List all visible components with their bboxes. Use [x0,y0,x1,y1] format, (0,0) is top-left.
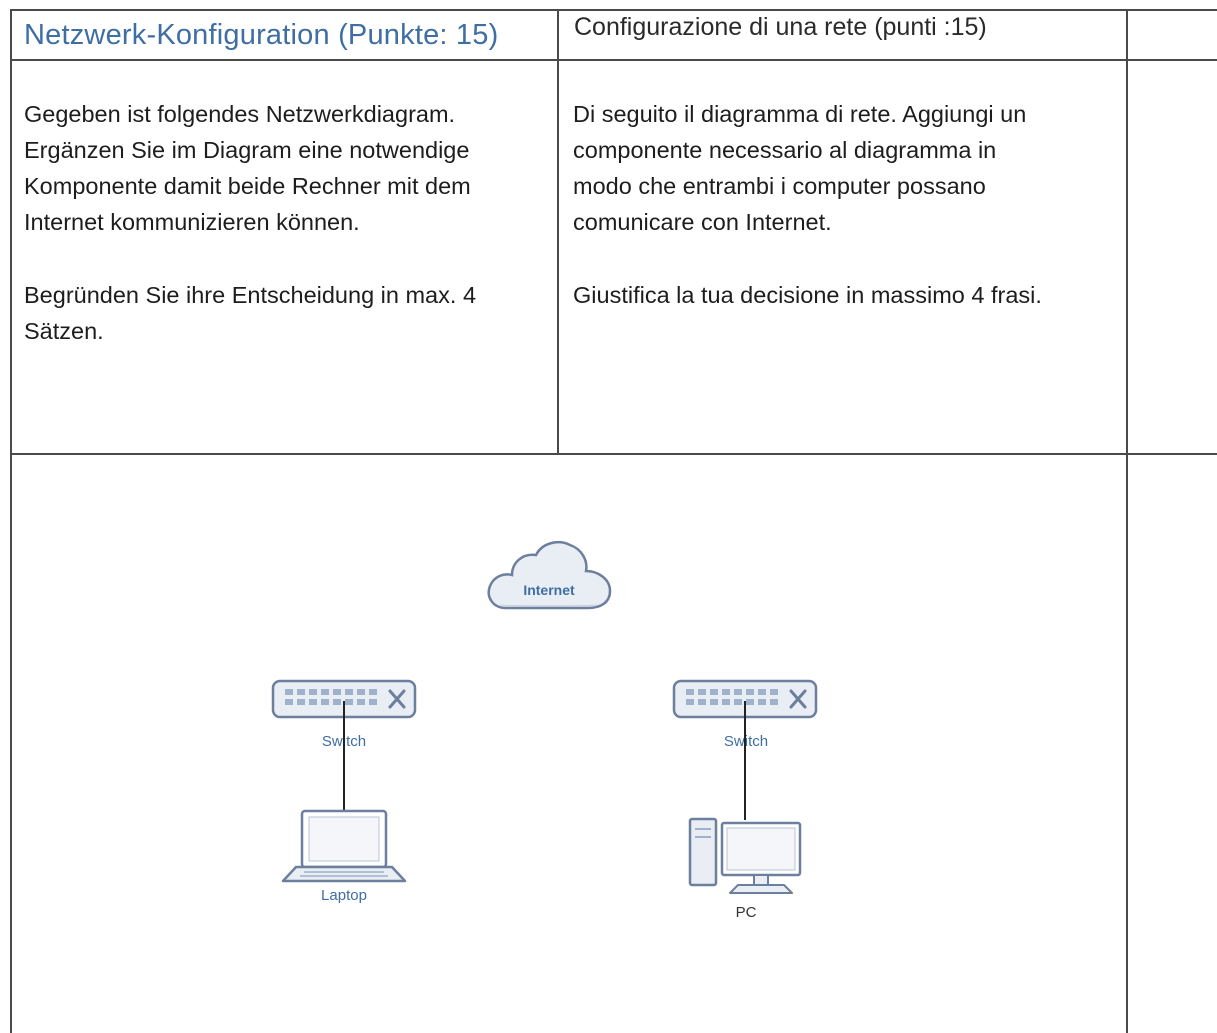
task-italian-paragraph-1: Di seguito il diagramma di rete. Aggiung… [573,96,1123,240]
text-line: Begründen Sie ihre Entscheidung in max. … [24,282,477,308]
internet-label: Internet [523,582,575,598]
table-border-right [1126,9,1128,1033]
text-line: Ergänzen Sie im Diagram eine notwendige [24,137,470,163]
task-german: Gegeben ist folgendes Netzwerkdiagram. E… [24,96,554,240]
text-line: Di seguito il diagramma di rete. Aggiung… [573,101,1027,127]
internet-cloud-icon [487,541,612,610]
table-border-left [10,9,12,1033]
task-german-paragraph-1: Gegeben ist folgendes Netzwerkdiagram. E… [24,96,554,240]
task-german-paragraph-2: Begründen Sie ihre Entscheidung in max. … [24,277,554,349]
pc-label: PC [735,904,757,921]
text-line: Komponente damit beide Rechner mit dem [24,173,471,199]
pc-icon [688,817,802,894]
table-border-top [10,9,1217,11]
switch-left-icon [271,679,417,719]
laptop-icon [281,809,407,883]
task-german-justification: Begründen Sie ihre Entscheidung in max. … [24,277,554,349]
table-border-row1 [10,59,1217,61]
text-line: Sätzen. [24,318,104,344]
text-line: modo che entrambi i computer possano [573,173,986,199]
switch-right-icon [672,679,818,719]
text-line: Giustifica la tua decisione in massimo 4… [573,282,1042,308]
table-border-middle [557,9,559,455]
title-german: Netzwerk-Konfiguration (Punkte: 15) [24,19,499,51]
text-line: comunicare con Internet. [573,209,832,235]
task-italian-justification: Giustifica la tua decisione in massimo 4… [573,277,1123,313]
text-line: Internet kommunizieren können. [24,209,360,235]
connection-lines [343,701,746,820]
table-border-row2 [10,453,1217,455]
text-line: componente necessario al diagramma in [573,137,997,163]
laptop-label: Laptop [321,887,367,904]
text-line: Gegeben ist folgendes Netzwerkdiagram. [24,101,456,127]
task-italian-paragraph-2: Giustifica la tua decisione in massimo 4… [573,277,1123,313]
title-italian: Configurazione di una rete (punti :15) [574,13,987,41]
network-diagram: Internet Switch Switch [12,455,1126,1033]
task-italian: Di seguito il diagramma di rete. Aggiung… [573,96,1123,240]
